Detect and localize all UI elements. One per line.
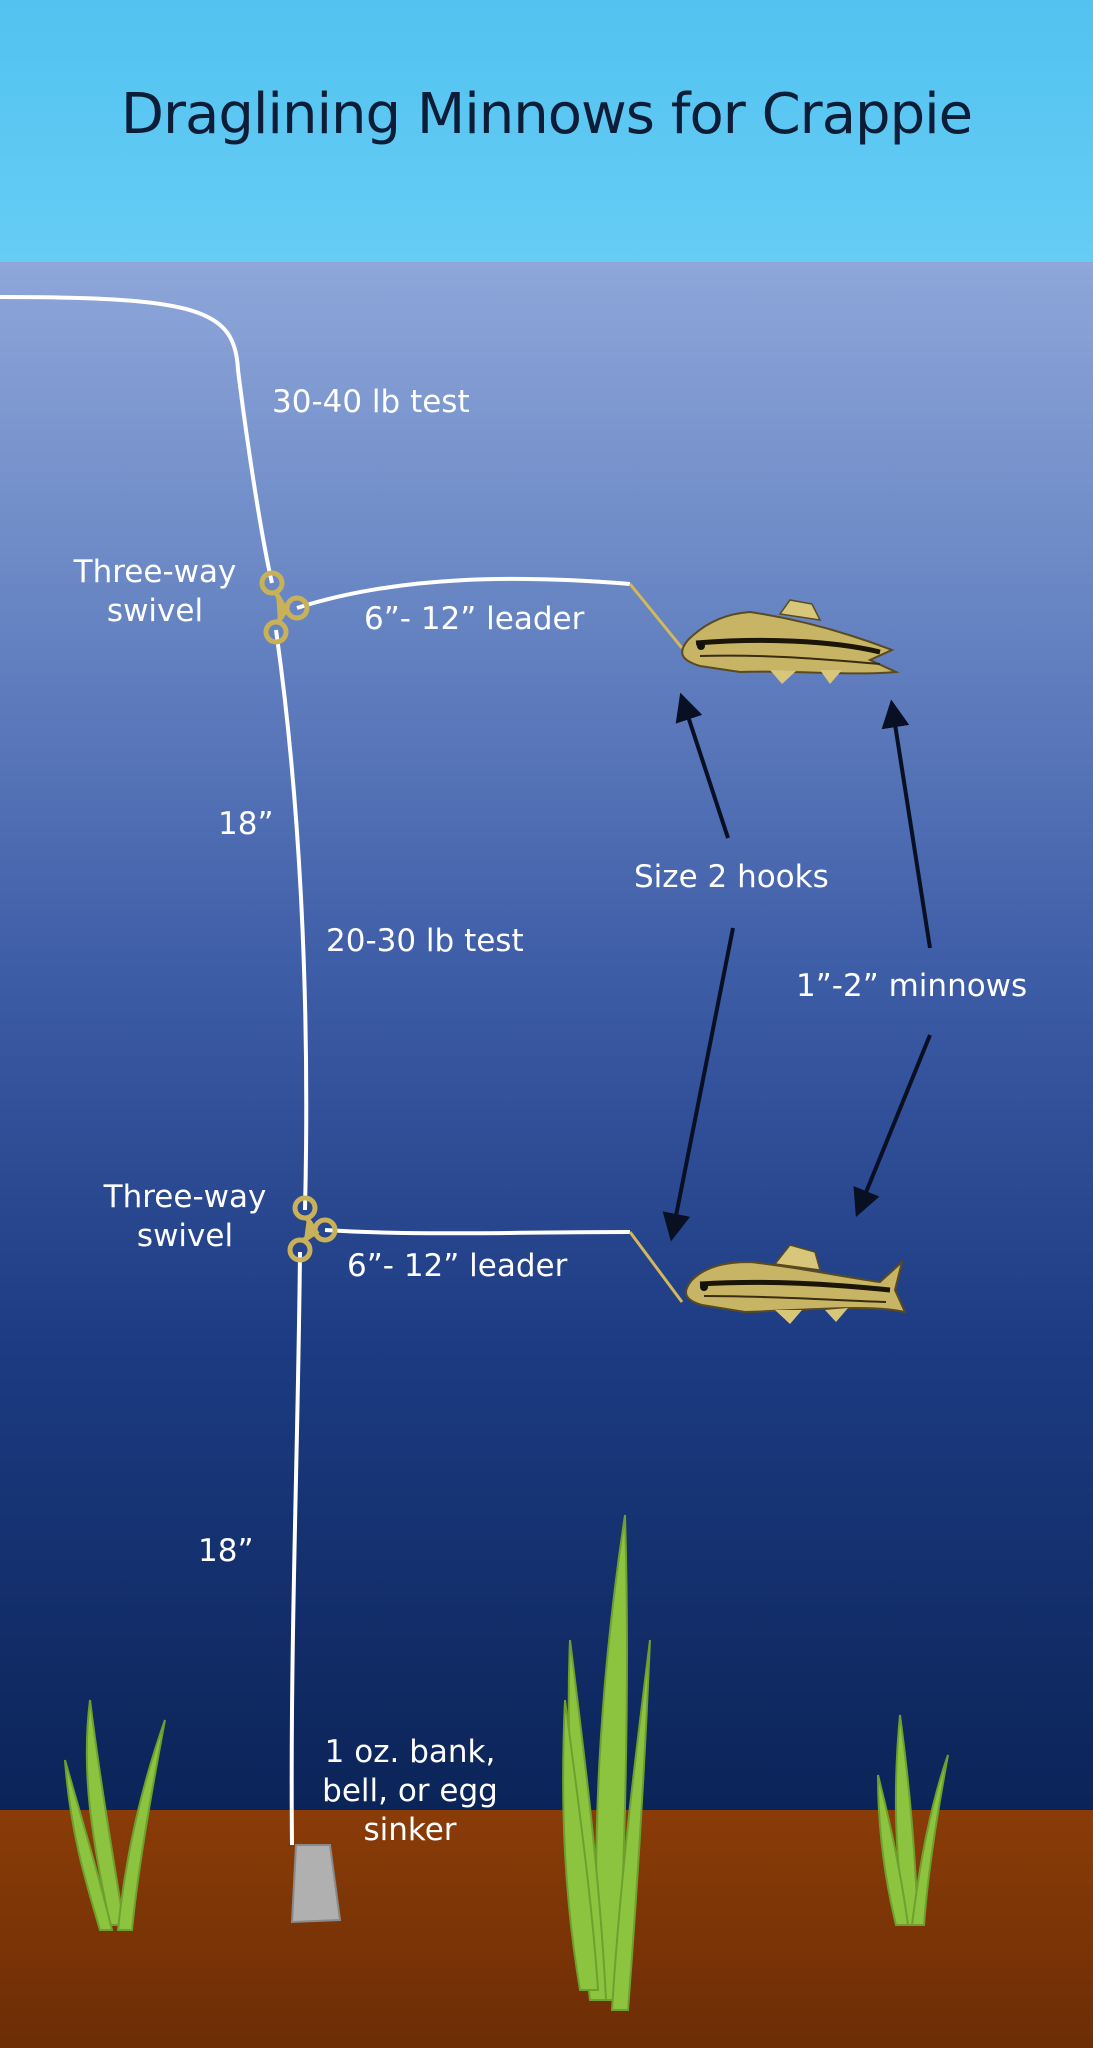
weed-left: [64, 1699, 166, 1931]
main-line-lower: [289, 1251, 302, 1846]
lower-line-test-label: 20-30 lb test: [326, 923, 524, 959]
main-line-test-label: 30-40 lb test: [272, 384, 470, 420]
lower-swivel-label: Three-way swivel: [103, 1179, 267, 1254]
lower-spacing-label: 18”: [198, 1533, 254, 1569]
upper-swivel-icon: [259, 570, 310, 645]
main-line-upper: [0, 295, 274, 584]
upper-spacing-label: 18”: [218, 806, 274, 842]
hooks-arrow-down: [662, 927, 735, 1242]
weed-center: [562, 1514, 651, 2011]
page-title: Draglining Minnows for Crappie: [120, 82, 973, 147]
upper-leader-label: 6”- 12” leader: [364, 601, 585, 637]
sinker-label: 1 oz. bank, bell, or egg sinker: [322, 1734, 498, 1848]
minnows-arrow-down: [853, 1034, 932, 1218]
hooks-arrow-up: [675, 692, 730, 839]
lower-minnow-icon: [685, 1244, 907, 1324]
lower-swivel-icon: [287, 1195, 338, 1263]
minnows-arrow-up: [881, 699, 932, 949]
sinker-icon: [290, 1844, 342, 1924]
upper-minnow-icon: [681, 599, 900, 684]
lower-hook-snell: [628, 1231, 684, 1303]
water-body: [0, 262, 1093, 1812]
upper-hook-snell: [628, 583, 684, 649]
sky-band: [0, 0, 1093, 262]
upper-swivel-label: Three-way swivel: [73, 554, 237, 629]
weed-right: [877, 1714, 949, 1926]
lower-leader-label: 6”- 12” leader: [347, 1248, 568, 1284]
hooks-label: Size 2 hooks: [634, 859, 829, 895]
main-line-middle: [274, 629, 309, 1211]
lower-leader-line: [324, 1228, 631, 1236]
minnows-label: 1”-2” minnows: [796, 968, 1028, 1004]
upper-leader-line: [296, 576, 631, 610]
